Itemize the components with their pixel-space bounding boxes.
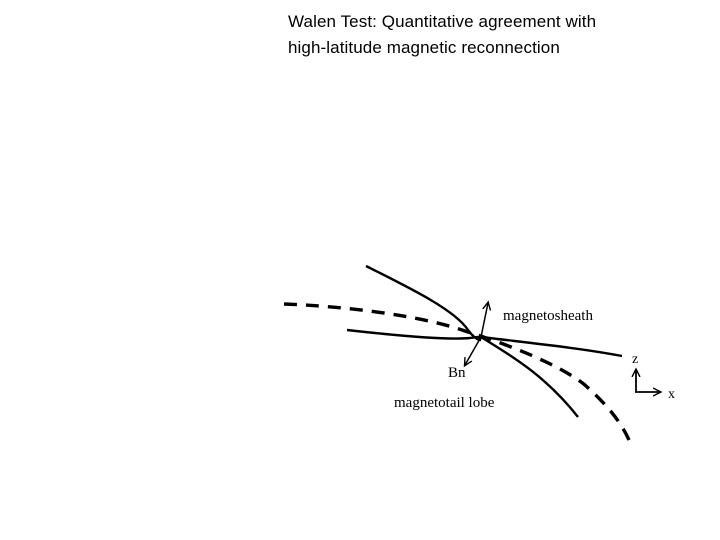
field-line-left	[346, 328, 482, 340]
x-axis-label: x	[668, 387, 675, 402]
magnetotail-lobe-label: magnetotail lobe	[394, 395, 495, 411]
bn-arrow-up	[480, 303, 488, 338]
slide-title-line-1: Walen Test: Quantitative agreement with	[288, 12, 597, 31]
bn-arrow-down	[465, 336, 482, 365]
slide-title: Walen Test: Quantitative agreement with …	[288, 9, 708, 61]
slide-title-line-2: high-latitude magnetic reconnection	[288, 38, 560, 57]
magnetopause-dashed-boundary	[283, 302, 631, 441]
field-line-lower-right	[480, 335, 579, 418]
field-line-upper	[365, 264, 482, 342]
magnetosheath-label: magnetosheath	[503, 308, 593, 324]
field-line-right	[480, 335, 623, 358]
coordinate-axes: z x	[632, 352, 675, 402]
reconnection-site	[478, 334, 484, 340]
bn-label: Bn	[448, 365, 466, 381]
z-axis-label: z	[632, 352, 638, 367]
